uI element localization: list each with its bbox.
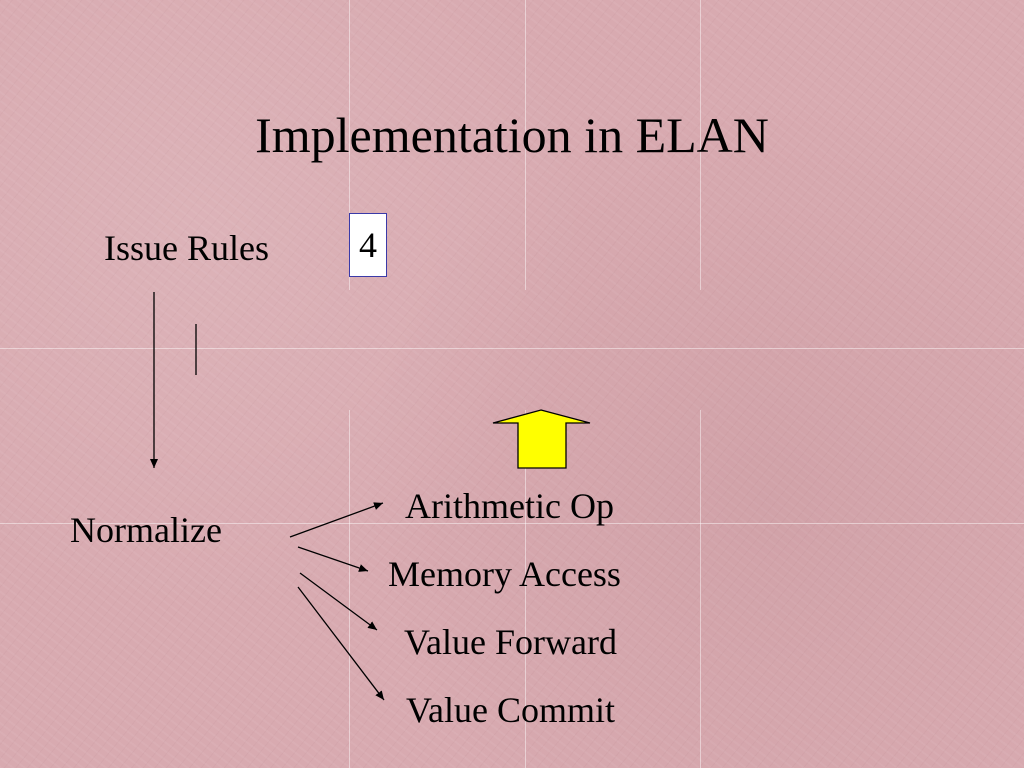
issue-rules-badge: 4 (349, 213, 387, 277)
texture-seam (525, 0, 526, 290)
normalize-to-arithmetic-arrow (289, 502, 384, 538)
texture-seam (349, 0, 350, 290)
normalize-to-memory-arrow (297, 546, 369, 572)
target-value-forward: Value Forward (404, 622, 617, 662)
texture-seam (0, 523, 1024, 524)
normalize-to-commit-arrow (297, 586, 385, 701)
issue-rules-label: Issue Rules (104, 228, 269, 268)
target-value-commit: Value Commit (406, 690, 615, 730)
slide-title: Implementation in ELAN (255, 107, 769, 163)
normalize-label: Normalize (70, 510, 222, 550)
texture-seam (0, 348, 1024, 349)
texture-seam (525, 410, 526, 768)
texture-seam (700, 410, 701, 768)
target-arithmetic-op: Arithmetic Op (405, 486, 614, 526)
texture-seam (700, 0, 701, 290)
up-arrow-icon (492, 409, 591, 469)
normalize-to-forward-arrow (299, 572, 378, 631)
texture-seam (349, 410, 350, 768)
target-memory-access: Memory Access (388, 554, 621, 594)
